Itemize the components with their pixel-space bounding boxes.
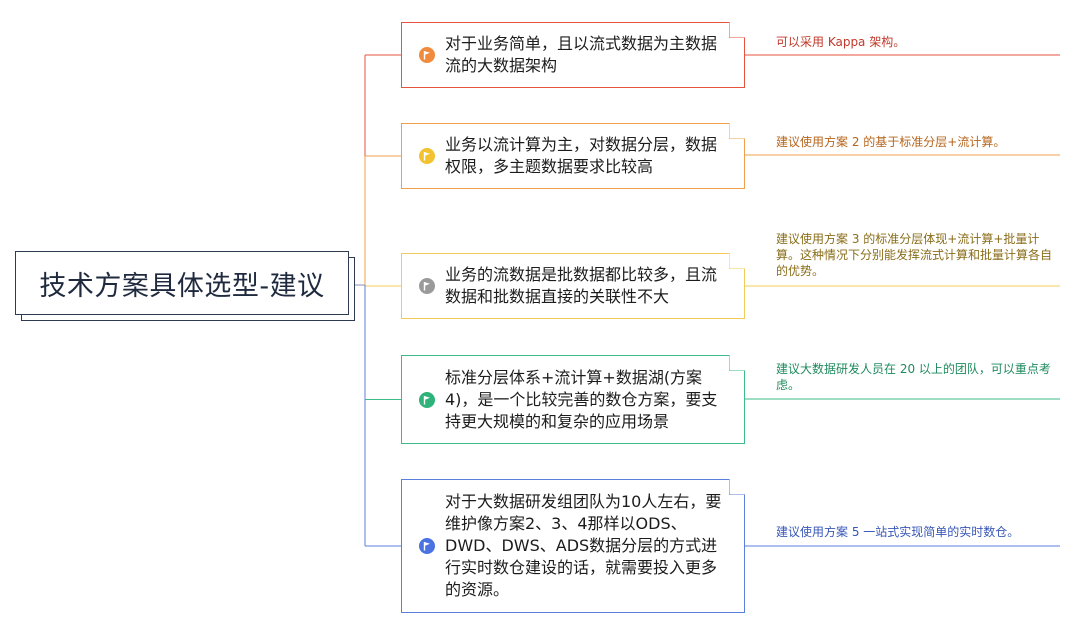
- topic-node-1[interactable]: 对于业务简单，且以流式数据为主数据流的大数据架构: [401, 22, 745, 88]
- topic-label: 对于大数据研发组团队为10人左右，要维护像方案2、3、4那样以ODS、DWD、D…: [445, 492, 722, 599]
- folded-corner-icon: [728, 355, 745, 372]
- folded-corner-icon: [728, 253, 745, 270]
- flag-icon: [419, 278, 435, 294]
- note-text-2: 建议使用方案 2 的基于标准分层+流计算。: [776, 135, 1006, 149]
- flag-icon: [419, 148, 435, 164]
- topic-node-5[interactable]: 对于大数据研发组团队为10人左右，要维护像方案2、3、4那样以ODS、DWD、D…: [401, 479, 745, 613]
- topic-node-2[interactable]: 业务以流计算为主，对数据分层，数据权限，多主题数据要求比较高: [401, 123, 745, 189]
- folded-corner-icon: [728, 479, 745, 496]
- topic-node-3[interactable]: 业务的流数据是批数据都比较多，且流数据和批数据直接的关联性不大: [401, 253, 745, 319]
- flag-icon: [419, 47, 435, 63]
- root-node-label: 技术方案具体选型-建议: [39, 270, 325, 302]
- topic-label: 对于业务简单，且以流式数据为主数据流的大数据架构: [445, 34, 718, 75]
- folded-corner-icon: [728, 123, 745, 140]
- topic-label: 业务的流数据是批数据都比较多，且流数据和批数据直接的关联性不大: [445, 265, 718, 306]
- note-text-4: 建议大数据研发人员在 20 以上的团队，可以重点考虑。: [776, 362, 1051, 392]
- root-node[interactable]: 技术方案具体选型-建议: [15, 251, 349, 315]
- flag-icon: [419, 538, 435, 554]
- topic-node-4[interactable]: 标准分层体系+流计算+数据湖(方案4)，是一个比较完善的数仓方案，要支持更大规模…: [401, 355, 745, 444]
- note-text-3: 建议使用方案 3 的标准分层体现+流计算+批量计算。这种情况下分别能发挥流式计算…: [776, 232, 1053, 278]
- topic-label: 业务以流计算为主，对数据分层，数据权限，多主题数据要求比较高: [445, 135, 718, 176]
- flag-icon: [419, 391, 435, 408]
- note-text-1: 可以采用 Kappa 架构。: [776, 35, 906, 49]
- note-text-5: 建议使用方案 5 一站式实现简单的实时数仓。: [776, 525, 1020, 539]
- topic-label: 标准分层体系+流计算+数据湖(方案4)，是一个比较完善的数仓方案，要支持更大规模…: [445, 367, 718, 431]
- folded-corner-icon: [728, 22, 745, 39]
